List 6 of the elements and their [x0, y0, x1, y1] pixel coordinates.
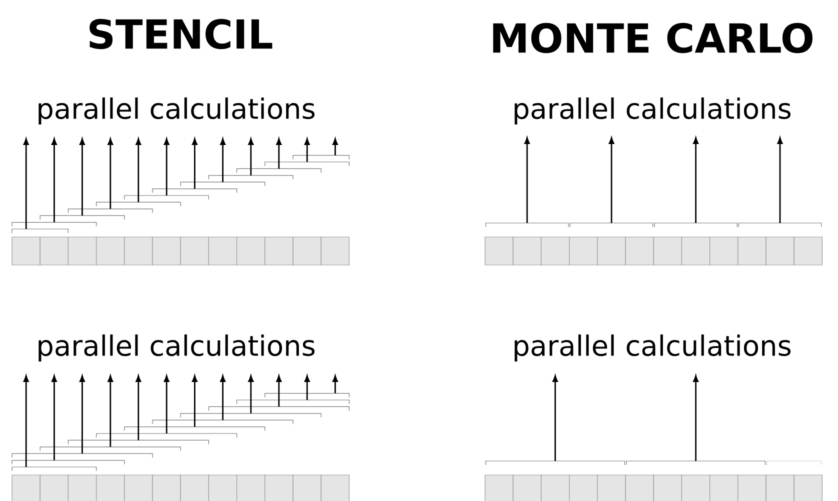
panel-label: parallel calculations: [514, 97, 791, 125]
column-heading: MONTE CARLO: [493, 22, 812, 54]
panel-label: parallel calculations: [514, 334, 791, 362]
column-heading: STENCIL: [90, 18, 272, 50]
panel-label: parallel calculations: [38, 334, 315, 362]
panel-label: parallel calculations: [38, 97, 315, 125]
